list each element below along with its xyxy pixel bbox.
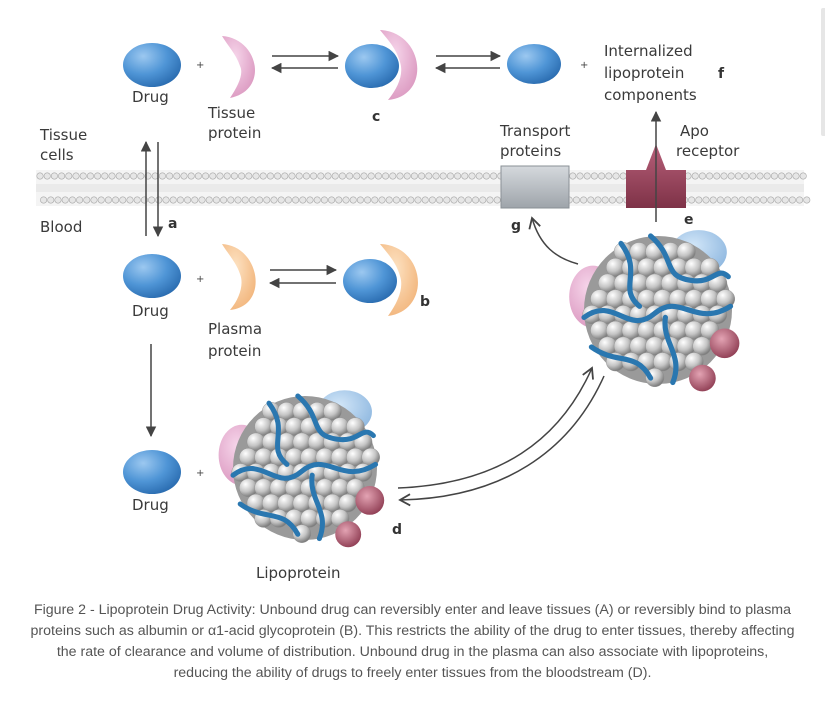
transport-protein — [500, 165, 570, 209]
drug-molecule-released — [507, 44, 561, 84]
internalized-label-line2: lipoprotein — [604, 64, 684, 82]
drug-label-bottom: Drug — [132, 496, 169, 514]
arrow-d-to-lipoprotein-complex — [397, 366, 594, 489]
tissue-protein-label-line2: protein — [208, 124, 261, 142]
transport-proteins-label-line1: Transport — [499, 122, 571, 140]
drug-label-top: Drug — [132, 88, 169, 106]
internalized-label-line3: components — [604, 86, 697, 104]
internalized-label-line1: Internalized — [604, 42, 693, 60]
lipoprotein-particle-bottom — [218, 390, 385, 548]
figure-caption: Figure 2 - Lipoprotein Drug Activity: Un… — [30, 602, 795, 681]
label-g: g — [511, 218, 521, 234]
drug-molecule-bound-tissue — [345, 44, 399, 88]
plus-sign: + — [580, 60, 588, 71]
plus-sign: + — [196, 274, 204, 285]
plus-sign: + — [196, 468, 204, 479]
arrow-d-from-lipoprotein-complex — [398, 375, 605, 507]
blood-label: Blood — [40, 218, 82, 236]
scroll-edge — [821, 8, 825, 136]
tissue-cells-label-line2: cells — [40, 146, 74, 164]
plasma-protein-shape — [222, 244, 256, 310]
cell-membrane — [36, 170, 811, 206]
label-a: a — [168, 216, 177, 232]
tissue-cells-label-line1: Tissue — [39, 126, 87, 144]
tissue-protein-bound-shape — [380, 30, 418, 100]
plasma-protein-label-line2: protein — [208, 342, 261, 360]
lipoprotein-label: Lipoprotein — [256, 564, 341, 582]
apo-receptor-label-line2: receptor — [676, 142, 740, 160]
label-b: b — [420, 294, 430, 310]
apo-receptor-label-line1: Apo — [680, 122, 709, 140]
plasma-protein-bound-shape — [380, 244, 418, 316]
label-e: e — [684, 212, 694, 228]
label-f: f — [718, 66, 725, 82]
label-c: c — [372, 109, 380, 125]
lipoprotein-drug-diagram: + Drug Tissue protein c + Internalized l… — [36, 30, 811, 582]
label-d: d — [392, 522, 402, 538]
lipoprotein-particle-complex — [569, 230, 740, 392]
plus-sign: + — [196, 60, 204, 71]
plasma-protein-label-line1: Plasma — [208, 320, 262, 338]
drug-molecule-blood — [123, 254, 181, 298]
tissue-protein-shape — [222, 36, 255, 98]
drug-label-blood: Drug — [132, 302, 169, 320]
drug-molecule-bottom — [123, 450, 181, 494]
tissue-protein-label-line1: Tissue — [207, 104, 255, 122]
drug-molecule-bound-plasma — [343, 259, 397, 303]
transport-proteins-label-line2: proteins — [500, 142, 561, 160]
arrow-to-transport-protein — [528, 216, 579, 265]
drug-molecule-top — [123, 43, 181, 87]
